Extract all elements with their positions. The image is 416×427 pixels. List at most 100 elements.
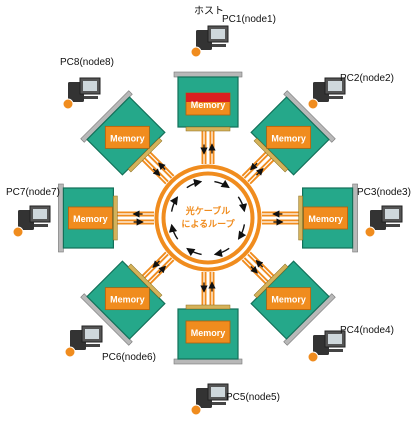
keyboard-shape	[329, 349, 343, 352]
keyboard-shape	[34, 224, 48, 227]
computer-icon	[190, 383, 229, 416]
arrow-icon	[152, 260, 160, 268]
memory-board-node7: Memory	[58, 183, 118, 253]
memory-board-node8: Memory	[80, 90, 166, 176]
screen-shape	[85, 329, 99, 339]
keyboard-shape	[212, 402, 226, 405]
arrow-icon	[152, 168, 161, 177]
memory-board-node5: Memory	[173, 304, 243, 365]
arrow-icon	[256, 168, 264, 176]
computer-icon	[64, 325, 103, 358]
memory-chip: Memory	[104, 125, 150, 149]
memory-label: Memory	[73, 214, 108, 224]
computer-icon	[307, 77, 346, 110]
board-connector	[253, 137, 289, 173]
memory-block	[104, 125, 150, 149]
ring-arrow-icon	[169, 196, 179, 212]
memory-chip: Memory	[104, 287, 150, 311]
memory-chip: Memory	[185, 92, 231, 116]
badge-circle	[307, 351, 319, 363]
memory-block	[303, 206, 349, 230]
badge-icon	[307, 351, 319, 363]
keyboard-shape	[329, 96, 343, 99]
memory-label: Memory	[110, 133, 145, 143]
node-label-node5: PC5(node5)	[226, 392, 280, 403]
ring-label-line2: によるループ	[181, 218, 235, 229]
memory-board-node1: Memory	[173, 71, 243, 132]
keyboard-shape	[386, 224, 400, 227]
memory-chip: Memory	[303, 206, 349, 230]
board-connector	[185, 304, 231, 310]
computer-icon	[62, 77, 101, 110]
memory-label: Memory	[271, 133, 306, 143]
memory-chip: Memory	[68, 206, 113, 230]
node-label-node3: PC3(node3)	[357, 187, 411, 198]
badge-circle	[190, 46, 202, 58]
ring-label-line1: 光ケーブル	[185, 205, 230, 216]
badge-circle	[64, 346, 76, 358]
badge-icon	[62, 98, 74, 110]
arrow-icon	[158, 265, 167, 274]
badge-circle	[364, 226, 376, 238]
screen-shape	[328, 81, 342, 91]
ring-arrow-icon	[186, 247, 202, 257]
screen-shape	[328, 334, 342, 344]
memory-block	[266, 125, 312, 149]
node-label-node1: PC1(node1)	[222, 14, 276, 25]
memory-board-node4: Memory	[250, 260, 336, 346]
badge-icon	[307, 98, 319, 110]
badge-icon	[364, 226, 376, 238]
ring-arrow-icon	[168, 223, 179, 240]
memory-block	[104, 287, 150, 311]
memory-label: Memory	[271, 295, 306, 305]
memory-label: Memory	[191, 328, 226, 338]
memory-chip: Memory	[185, 320, 231, 344]
badge-icon	[190, 46, 202, 58]
board-bracket	[173, 71, 243, 78]
node-label-node4: PC4(node4)	[340, 325, 394, 336]
screen-shape	[385, 209, 399, 219]
arrow-icon	[158, 162, 166, 170]
memory-board-node6: Memory	[80, 260, 166, 346]
node-label-node8: PC8(node8)	[60, 57, 114, 68]
memory-label: Memory	[110, 295, 145, 305]
badge-icon	[64, 346, 76, 358]
memory-block	[68, 206, 113, 230]
ring-arrow-icon	[186, 178, 203, 189]
arrow-icon	[249, 162, 258, 171]
computer-icon	[307, 330, 346, 363]
memory-label: Memory	[191, 100, 226, 110]
host-label: ホスト	[194, 6, 224, 17]
screen-shape	[211, 387, 225, 397]
badge-circle	[307, 98, 319, 110]
keyboard-shape	[84, 96, 98, 99]
ring-arrow-icon	[214, 179, 230, 189]
memory-chip: Memory	[266, 287, 312, 311]
computer-icon	[12, 205, 51, 238]
ring-arrow-icon	[213, 247, 230, 258]
computer-icon	[364, 205, 403, 238]
host-memory-highlight	[186, 93, 230, 102]
keyboard-shape	[212, 44, 226, 47]
memory-chip: Memory	[266, 125, 312, 149]
screen-shape	[211, 29, 225, 39]
nodes-group: MemoryMemoryMemoryMemoryMemoryMemoryMemo…	[12, 25, 403, 416]
screen-shape	[83, 81, 97, 91]
badge-circle	[62, 98, 74, 110]
node-label-node7: PC7(node7)	[6, 187, 60, 198]
node-label-node2: PC2(node2)	[340, 73, 394, 84]
board-connector	[253, 263, 289, 299]
memory-block	[185, 320, 231, 344]
arrow-icon	[255, 259, 264, 268]
board-connector	[185, 126, 231, 132]
board-connector	[298, 195, 303, 241]
node-label-node6: PC6(node6)	[102, 352, 156, 363]
badge-icon	[12, 226, 24, 238]
memory-block	[266, 287, 312, 311]
board-connector	[127, 263, 163, 299]
ring-gap	[158, 168, 258, 268]
computer-icon	[190, 25, 229, 58]
board-bracket	[173, 358, 243, 365]
screen-shape	[33, 209, 47, 219]
